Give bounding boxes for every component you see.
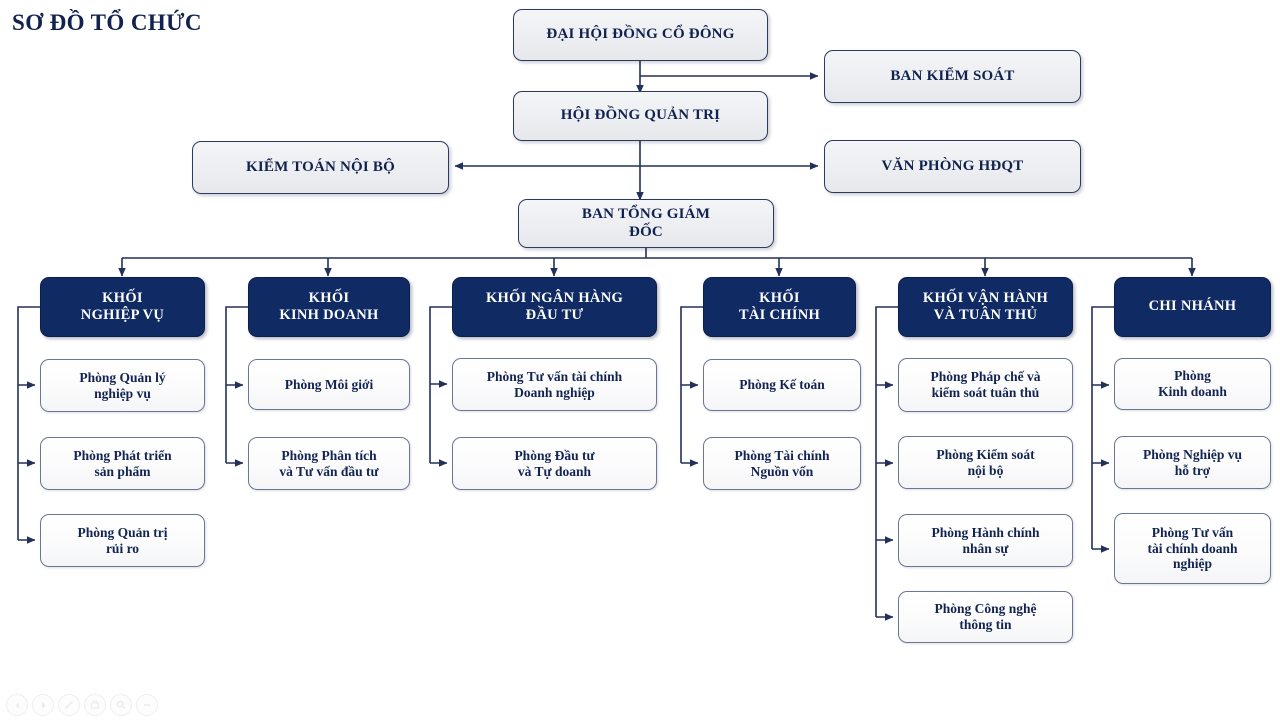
division-header-line: KHỐI NGÂN HÀNG — [485, 289, 624, 306]
department-label-line: nội bộ — [967, 462, 1004, 478]
node-label-line1: BAN TỔNG GIÁM — [581, 205, 711, 222]
department-label-line: Phòng Tư vấn tài chính — [486, 368, 623, 384]
division-header-line: KHỐI — [759, 289, 800, 306]
department-label-line: và Tự doanh — [517, 463, 592, 479]
viewer-toolbar[interactable] — [6, 694, 158, 716]
division-header-line: KINH DOANH — [279, 307, 379, 323]
division-header-line: NGHIỆP VỤ — [80, 307, 165, 323]
page-title: SƠ ĐỒ TỔ CHỨC — [12, 10, 202, 35]
department-label-line: sản phẩm — [94, 463, 151, 479]
node-label: BAN KIỂM SOÁT — [890, 67, 1015, 84]
pen-icon[interactable] — [58, 694, 80, 716]
department-label-line: Phòng Đầu tư — [514, 447, 595, 463]
department-label-line: Phòng Tư vấn — [1151, 524, 1234, 540]
department-label-line: tài chính doanh — [1147, 540, 1238, 556]
node-label-line2: ĐỐC — [629, 223, 663, 240]
department-label-line: hỗ trợ — [1174, 462, 1211, 478]
department-label-line: thông tin — [959, 617, 1012, 632]
node-ban-kiem-soat[interactable]: BAN KIỂM SOÁT — [824, 50, 1081, 103]
node-ban-tong-giam-doc[interactable]: BAN TỔNG GIÁM ĐỐC — [518, 199, 774, 248]
print-icon[interactable] — [84, 694, 106, 716]
division-header-line: TÀI CHÍNH — [738, 307, 821, 323]
department-box[interactable]: Phòng Môi giới — [248, 359, 410, 410]
previous-icon[interactable] — [6, 694, 28, 716]
department-label-line: Phòng Môi giới — [284, 376, 374, 392]
division-header-line: KHỐI VẬN HÀNH — [922, 289, 1049, 306]
node-label: HỘI ĐỒNG QUẢN TRỊ — [560, 107, 721, 124]
department-label-line: Phòng Quản trị — [77, 524, 168, 540]
department-box[interactable]: Phòng Kế toán — [703, 359, 861, 411]
department-label-line: Phòng Kế toán — [739, 377, 825, 393]
department-label-line: Doanh nghiệp — [514, 384, 595, 400]
division-header-line: KHỐI — [308, 289, 350, 306]
node-label: ĐẠI HỘI ĐỒNG CỔ ĐÔNG — [546, 26, 735, 43]
department-label-line: Phòng Công nghệ — [934, 601, 1037, 617]
node-kiem-toan-noi-bo[interactable]: KIỂM TOÁN NỘI BỘ — [192, 141, 449, 194]
department-label-line: nghiệp — [1172, 556, 1213, 572]
department-label-line: Phòng Pháp chế và — [930, 369, 1041, 385]
minus-icon[interactable] — [136, 694, 158, 716]
node-label: VĂN PHÒNG HĐQT — [881, 157, 1024, 174]
zoom-icon[interactable] — [110, 694, 132, 716]
division-header-line: CHI NHÁNH — [1148, 298, 1237, 315]
department-label-line: kiểm soát tuân thủ — [931, 385, 1040, 400]
department-label-line: Kinh doanh — [1158, 384, 1227, 399]
node-van-phong-hdqt[interactable]: VĂN PHÒNG HĐQT — [824, 140, 1081, 193]
node-dai-hoi-dong-co-dong[interactable]: ĐẠI HỘI ĐỒNG CỔ ĐÔNG — [513, 9, 768, 61]
division-header-line: VÀ TUÂN THỦ — [933, 307, 1038, 323]
department-label-line: Phòng Kiểm soát — [936, 446, 1035, 462]
division-header-chi-nhanh[interactable]: CHI NHÁNH — [1114, 277, 1271, 337]
department-label-line: Phòng Tài chính — [734, 447, 830, 463]
department-label-line: Phòng Nghiệp vụ — [1142, 446, 1243, 462]
department-label-line: nhân sự — [962, 540, 1009, 556]
department-label-line: Phòng — [1174, 368, 1211, 384]
department-label-line: và Tư vấn đầu tư — [279, 463, 379, 479]
department-label-line: Nguồn vốn — [750, 463, 814, 479]
division-header-line: KHỐI — [102, 289, 143, 306]
department-label-line: Phòng Phân tích — [281, 447, 377, 463]
department-label-line: Phòng Quản lý — [79, 369, 166, 385]
department-label-line: Phòng Phát triển — [73, 447, 172, 463]
department-label-line: rủi ro — [105, 540, 140, 556]
department-label-line: Phòng Hành chính — [931, 524, 1040, 540]
division-header-line: ĐẦU TƯ — [525, 307, 584, 323]
node-hoi-dong-quan-tri[interactable]: HỘI ĐỒNG QUẢN TRỊ — [513, 91, 768, 141]
node-label: KIỂM TOÁN NỘI BỘ — [246, 158, 395, 175]
department-label-line: nghiệp vụ — [94, 385, 151, 401]
next-icon[interactable] — [32, 694, 54, 716]
